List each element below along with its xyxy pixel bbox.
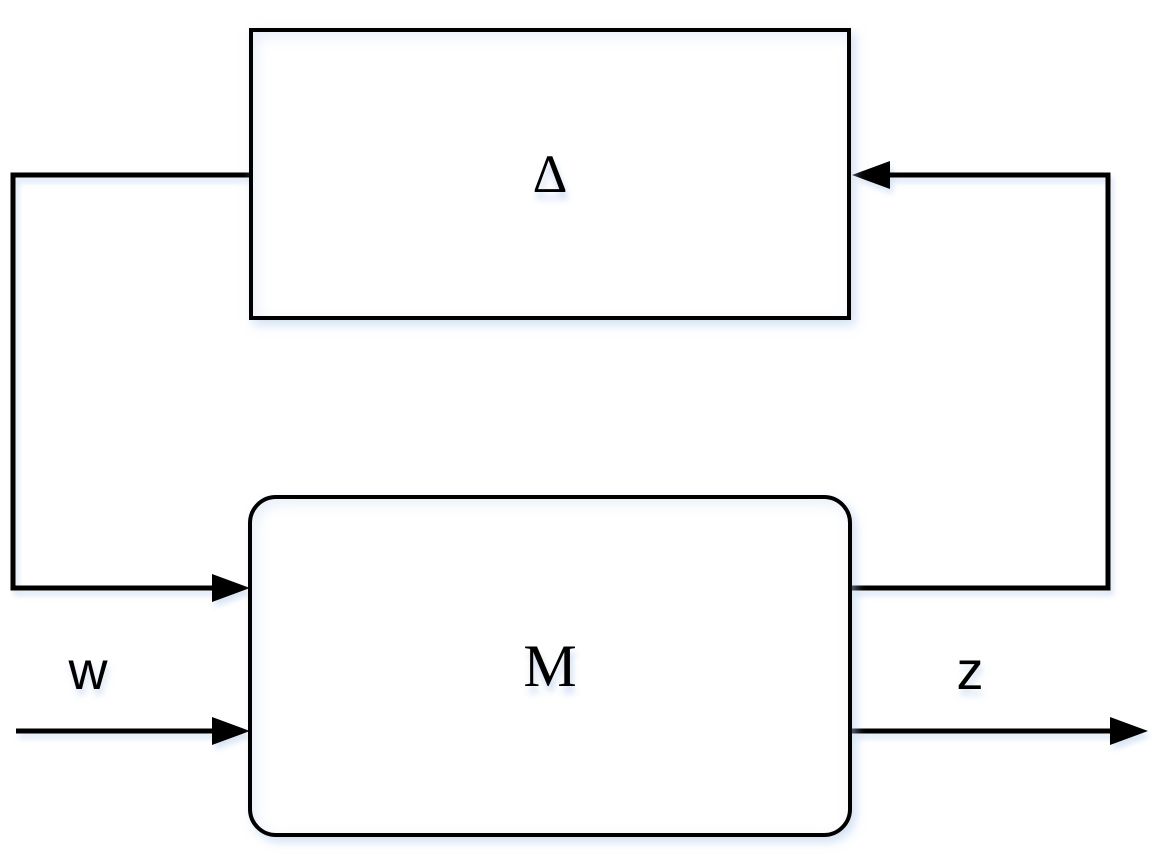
m-to-delta-arrowhead-icon (852, 161, 890, 189)
m-block: M (248, 495, 852, 837)
delta-to-m-arrowhead-icon (212, 574, 250, 602)
z-output-arrowhead-icon (1110, 717, 1148, 745)
delta-block-label: Δ (532, 144, 568, 204)
w-input-arrowhead-icon (212, 717, 250, 745)
m-block-label: M (523, 633, 577, 699)
delta-to-m-feedback-line (10, 172, 251, 591)
z-output-label: z (956, 641, 984, 701)
w-input-label: w (68, 641, 108, 701)
m-to-delta-feedback-line (852, 172, 1111, 591)
delta-block: Δ (249, 28, 851, 320)
